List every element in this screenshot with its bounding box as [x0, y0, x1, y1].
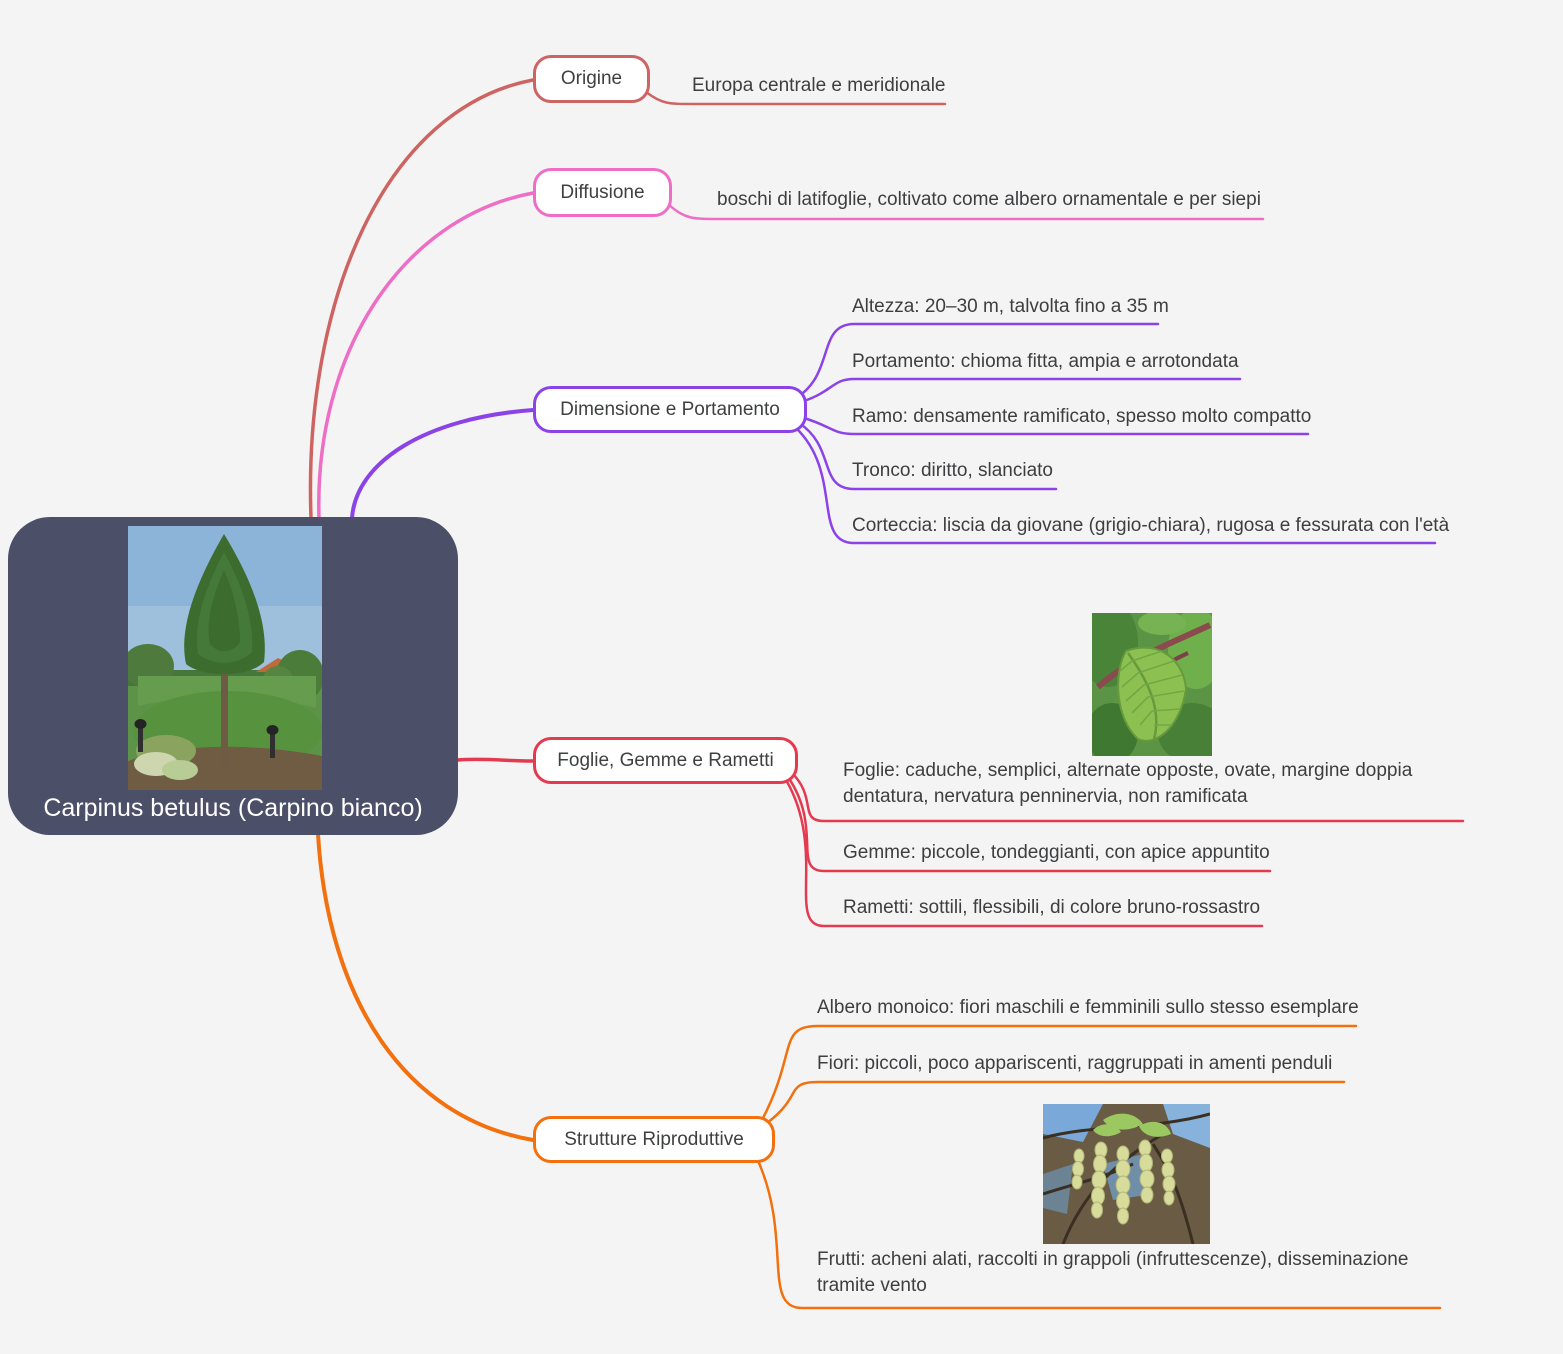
- leaf-underline-altezza: [797, 322, 1160, 398]
- tree-photo: [128, 526, 322, 790]
- branch-node-foglie[interactable]: Foglie, Gemme e Rametti: [533, 737, 798, 784]
- branch-curve-origine: [308, 78, 535, 520]
- leaf-foglie-foglie[interactable]: Foglie: caduche, semplici, alternate opp…: [843, 760, 1413, 807]
- leaf-underline-albero: [761, 1024, 1358, 1120]
- leaf-underline-fiori: [765, 1080, 1346, 1125]
- leaf-underline-europa: [644, 90, 947, 106]
- branch-label-foglie: Foglie, Gemme e Rametti: [557, 749, 774, 771]
- branch-node-origine[interactable]: Origine: [533, 55, 650, 103]
- leaf-underline-tronco: [797, 421, 1058, 491]
- leaf-underline-boschi: [666, 202, 1265, 221]
- central-node[interactable]: Carpinus betulus (Carpino bianco): [8, 517, 458, 835]
- leaf-underline-gemme: [786, 775, 1272, 873]
- leaf-foglie-gemme[interactable]: Gemme: piccole, tondeggianti, con apice …: [843, 842, 1270, 863]
- branch-curve-diffusione: [317, 191, 535, 520]
- branch-label-origine: Origine: [560, 68, 623, 89]
- branch-node-strutture[interactable]: Strutture Riproduttive: [533, 1116, 775, 1163]
- branch-node-dimensione[interactable]: Dimensione e Portamento: [533, 386, 807, 433]
- branch-curve-strutture: [316, 832, 535, 1142]
- branch-node-diffusione[interactable]: Diffusione: [533, 168, 672, 217]
- leaf-underline-frutti: [757, 1161, 1442, 1310]
- leaf-foglie-rametti[interactable]: Rametti: sottili, flessibili, di colore …: [843, 897, 1261, 918]
- leaf-dimensione-corteccia[interactable]: Corteccia: liscia da giovane (grigio-chi…: [852, 515, 1450, 536]
- leaf-strutture-frutti[interactable]: Frutti: acheni alati, raccolti in grappo…: [817, 1249, 1409, 1296]
- leaf-dimensione-tronco[interactable]: Tronco: diritto, slanciato: [852, 460, 1053, 481]
- leaf-strutture-albero[interactable]: Albero monoico: fiori maschili e femmini…: [817, 997, 1359, 1018]
- leaf-underline-foglie: [789, 770, 1465, 823]
- leaf-dimensione-ramo[interactable]: Ramo: densamente ramificato, spesso molt…: [852, 406, 1312, 427]
- catkins-photo[interactable]: [1043, 1104, 1210, 1244]
- leaf-dimensione-portamento[interactable]: Portamento: chioma fitta, ampia e arroto…: [852, 351, 1239, 372]
- leaf-dimensione-altezza[interactable]: Altezza: 20–30 m, talvolta fino a 35 m: [852, 296, 1169, 317]
- leaf-photo[interactable]: [1092, 613, 1212, 756]
- branch-label-dimensione: Dimensione e Portamento: [560, 398, 780, 420]
- branch-label-strutture: Strutture Riproduttive: [564, 1128, 744, 1150]
- leaf-underline-corteccia: [794, 426, 1437, 545]
- leaf-origine-europa[interactable]: Europa centrale e meridionale: [692, 75, 946, 96]
- leaf-underline-portamento: [802, 377, 1242, 403]
- leaf-underline-rametti: [784, 778, 1264, 928]
- branch-label-diffusione: Diffusione: [560, 181, 645, 203]
- leaf-diffusione-boschi[interactable]: boschi di latifoglie, coltivato come alb…: [717, 189, 1261, 210]
- branch-curve-foglie: [455, 757, 535, 763]
- central-node-title: Carpinus betulus (Carpino bianco): [43, 794, 423, 822]
- leaf-underline-ramo: [802, 416, 1310, 436]
- leaf-strutture-fiori[interactable]: Fiori: piccoli, poco appariscenti, raggr…: [817, 1053, 1333, 1074]
- branch-curve-dimensione: [350, 408, 535, 520]
